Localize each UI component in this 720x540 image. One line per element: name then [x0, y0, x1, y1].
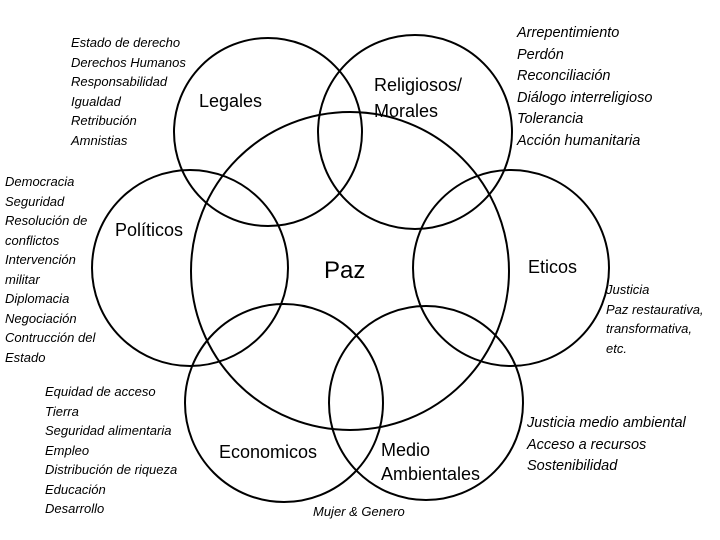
note-item: Tolerancia	[517, 111, 584, 127]
note-item: Sostenibilidad	[527, 458, 618, 474]
note-item: Amnistias	[71, 132, 128, 148]
note-item: Derechos Humanos	[71, 54, 186, 70]
label-politicos: Políticos	[115, 220, 184, 240]
note-item: Retribución	[71, 113, 137, 128]
note-item: Acceso a recursos	[527, 436, 647, 453]
note-item: conflictos	[5, 232, 60, 248]
circle-medio-ambientales	[328, 305, 524, 501]
circle-economicos	[184, 303, 384, 503]
label-eticos: Eticos	[528, 257, 578, 277]
label-religiosos-line1: Religiosos/	[374, 75, 463, 95]
note-item: Desarrollo	[45, 501, 105, 516]
notes-economicos: Equidad de acceso Tierra Seguridad alime…	[45, 382, 177, 519]
label-economicos: Economicos	[219, 442, 318, 462]
notes-legales: Estado de derecho Derechos Humanos Respo…	[71, 33, 186, 150]
note-item: Justicia	[606, 282, 650, 297]
note-item: Contrucción del	[5, 330, 96, 345]
note-item: Seguridad	[5, 193, 65, 209]
note-item: Arrepentimiento	[517, 25, 620, 41]
note-item: Reconciliación	[517, 68, 611, 84]
note-item: Estado	[5, 349, 46, 365]
note-item: transformativa,	[606, 321, 692, 336]
note-item: Igualdad	[71, 93, 121, 109]
note-item: Justicia medio ambiental	[527, 415, 686, 431]
label-religiosos-line2: Morales	[374, 101, 439, 121]
note-item: Paz restaurativa,	[606, 301, 704, 317]
note-item: Negociación	[5, 310, 77, 326]
circle-politicos	[91, 169, 289, 367]
note-item: Acción humanitaria	[517, 132, 641, 149]
note-item: Estado de derecho	[71, 35, 181, 50]
note-item: Responsabilidad	[71, 74, 168, 89]
note-item: Distribución de riqueza	[45, 462, 178, 477]
notes-medio-ambientales: Justicia medio ambiental Acceso a recurs…	[527, 413, 686, 478]
notes-religiosos: Arrepentimiento Perdón Reconciliación Di…	[517, 23, 652, 152]
note-item: militar	[5, 271, 40, 287]
center-label-paz: Paz	[324, 257, 366, 284]
note-item: Equidad de acceso	[45, 384, 156, 399]
note-item: etc.	[606, 340, 627, 356]
circle-religiosos	[317, 34, 513, 230]
note-item: Perdón	[517, 46, 564, 63]
note-item: Democracia	[5, 174, 75, 189]
notes-eticos: Justicia Paz restaurativa, transformativ…	[606, 280, 704, 358]
label-medio-line1: Medio	[381, 440, 431, 460]
note-item: Empleo	[45, 442, 90, 458]
note-item: Seguridad alimentaria	[45, 423, 172, 438]
circle-paz	[190, 111, 510, 431]
notes-politicos: Democracia Seguridad Resolución de confl…	[5, 172, 95, 367]
note-mujer-genero: Mujer & Genero	[313, 504, 405, 519]
circle-legales	[173, 37, 363, 227]
note-item: Educación	[45, 481, 106, 497]
note-item: Tierra	[45, 403, 79, 419]
note-item: Diplomacia	[5, 291, 70, 306]
note-item: Diálogo interreligioso	[517, 89, 653, 106]
circle-eticos	[412, 169, 610, 367]
note-item: Intervención	[5, 252, 76, 267]
note-item: Resolución de	[5, 213, 88, 228]
label-legales: Legales	[199, 91, 263, 111]
label-medio-line2: Ambientales	[381, 464, 481, 484]
